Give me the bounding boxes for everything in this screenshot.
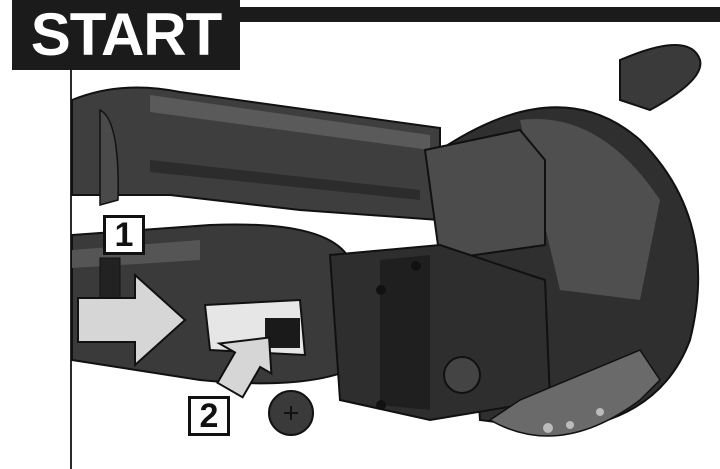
step-2-number: 2 [199, 397, 219, 435]
step-2-label: 2 [188, 396, 230, 436]
header-rule [240, 7, 720, 22]
gear-head [328, 243, 552, 422]
arrow-step-2 [216, 336, 273, 399]
arrow-step-1 [77, 272, 187, 368]
diamond-blade [488, 349, 661, 437]
step-1-number: 1 [114, 216, 134, 254]
top-handle [71, 86, 441, 222]
page-title: START [30, 1, 223, 68]
step-1-label: 1 [103, 215, 145, 255]
side-handle [619, 44, 702, 112]
page-title-box: START [12, 0, 240, 70]
depth-knob [443, 356, 481, 394]
